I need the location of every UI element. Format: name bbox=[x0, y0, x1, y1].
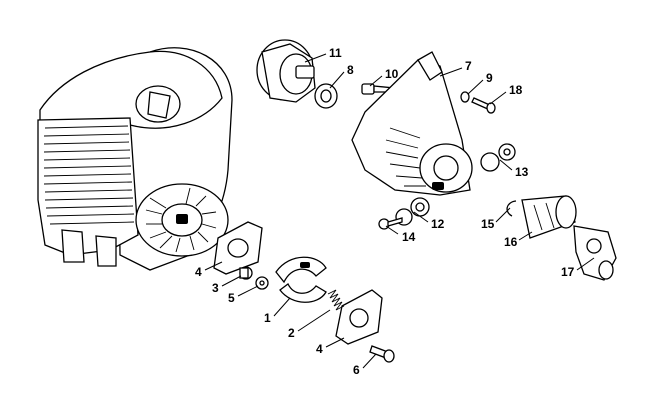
callout-8: 8 bbox=[347, 63, 354, 77]
callout-10: 10 bbox=[385, 67, 399, 81]
circlip-15 bbox=[506, 200, 517, 217]
callout-14: 14 bbox=[402, 230, 416, 244]
washer-9 bbox=[460, 91, 470, 103]
clutch-housing bbox=[351, 51, 473, 196]
callout-11: 11 bbox=[329, 46, 342, 60]
callout-15: 15 bbox=[481, 217, 495, 231]
callout-13: 13 bbox=[515, 165, 529, 179]
screw-18 bbox=[471, 97, 496, 114]
callout-2: 2 bbox=[288, 326, 295, 340]
shaft-tube-16 bbox=[521, 195, 577, 239]
ball-bearing bbox=[314, 83, 338, 109]
engine-housing bbox=[37, 47, 233, 271]
callout-16: 16 bbox=[504, 235, 518, 249]
carrier-plate-upper bbox=[213, 221, 263, 275]
tension-spring bbox=[327, 289, 345, 311]
callout-9: 9 bbox=[486, 71, 493, 85]
clutch-drum bbox=[256, 39, 316, 103]
callout-1: 1 bbox=[264, 311, 271, 325]
callout-4-lower: 4 bbox=[316, 342, 323, 356]
flywheel-fins bbox=[145, 187, 217, 253]
leader-lines bbox=[204, 53, 595, 369]
screw-14 bbox=[378, 217, 403, 230]
clamp-17 bbox=[573, 225, 617, 281]
callout-5: 5 bbox=[228, 291, 235, 305]
housing-ribs bbox=[385, 127, 426, 187]
washer-5 bbox=[255, 276, 269, 290]
callout-labels: 11 8 10 7 9 18 13 12 14 15 16 17 4 3 5 1… bbox=[195, 46, 575, 377]
callout-6: 6 bbox=[353, 363, 360, 377]
screw-6 bbox=[369, 345, 395, 363]
sleeve-3 bbox=[239, 266, 253, 280]
callout-17: 17 bbox=[561, 265, 575, 279]
sleeve-13 bbox=[480, 143, 516, 172]
callout-7: 7 bbox=[465, 59, 472, 73]
callout-4-upper: 4 bbox=[195, 265, 202, 279]
clutch-shoes bbox=[275, 256, 327, 303]
cylinder-fins bbox=[43, 125, 135, 225]
callout-3: 3 bbox=[212, 281, 219, 295]
carrier-plate-lower bbox=[335, 289, 383, 345]
callout-12: 12 bbox=[431, 217, 445, 231]
callout-18: 18 bbox=[509, 83, 523, 97]
